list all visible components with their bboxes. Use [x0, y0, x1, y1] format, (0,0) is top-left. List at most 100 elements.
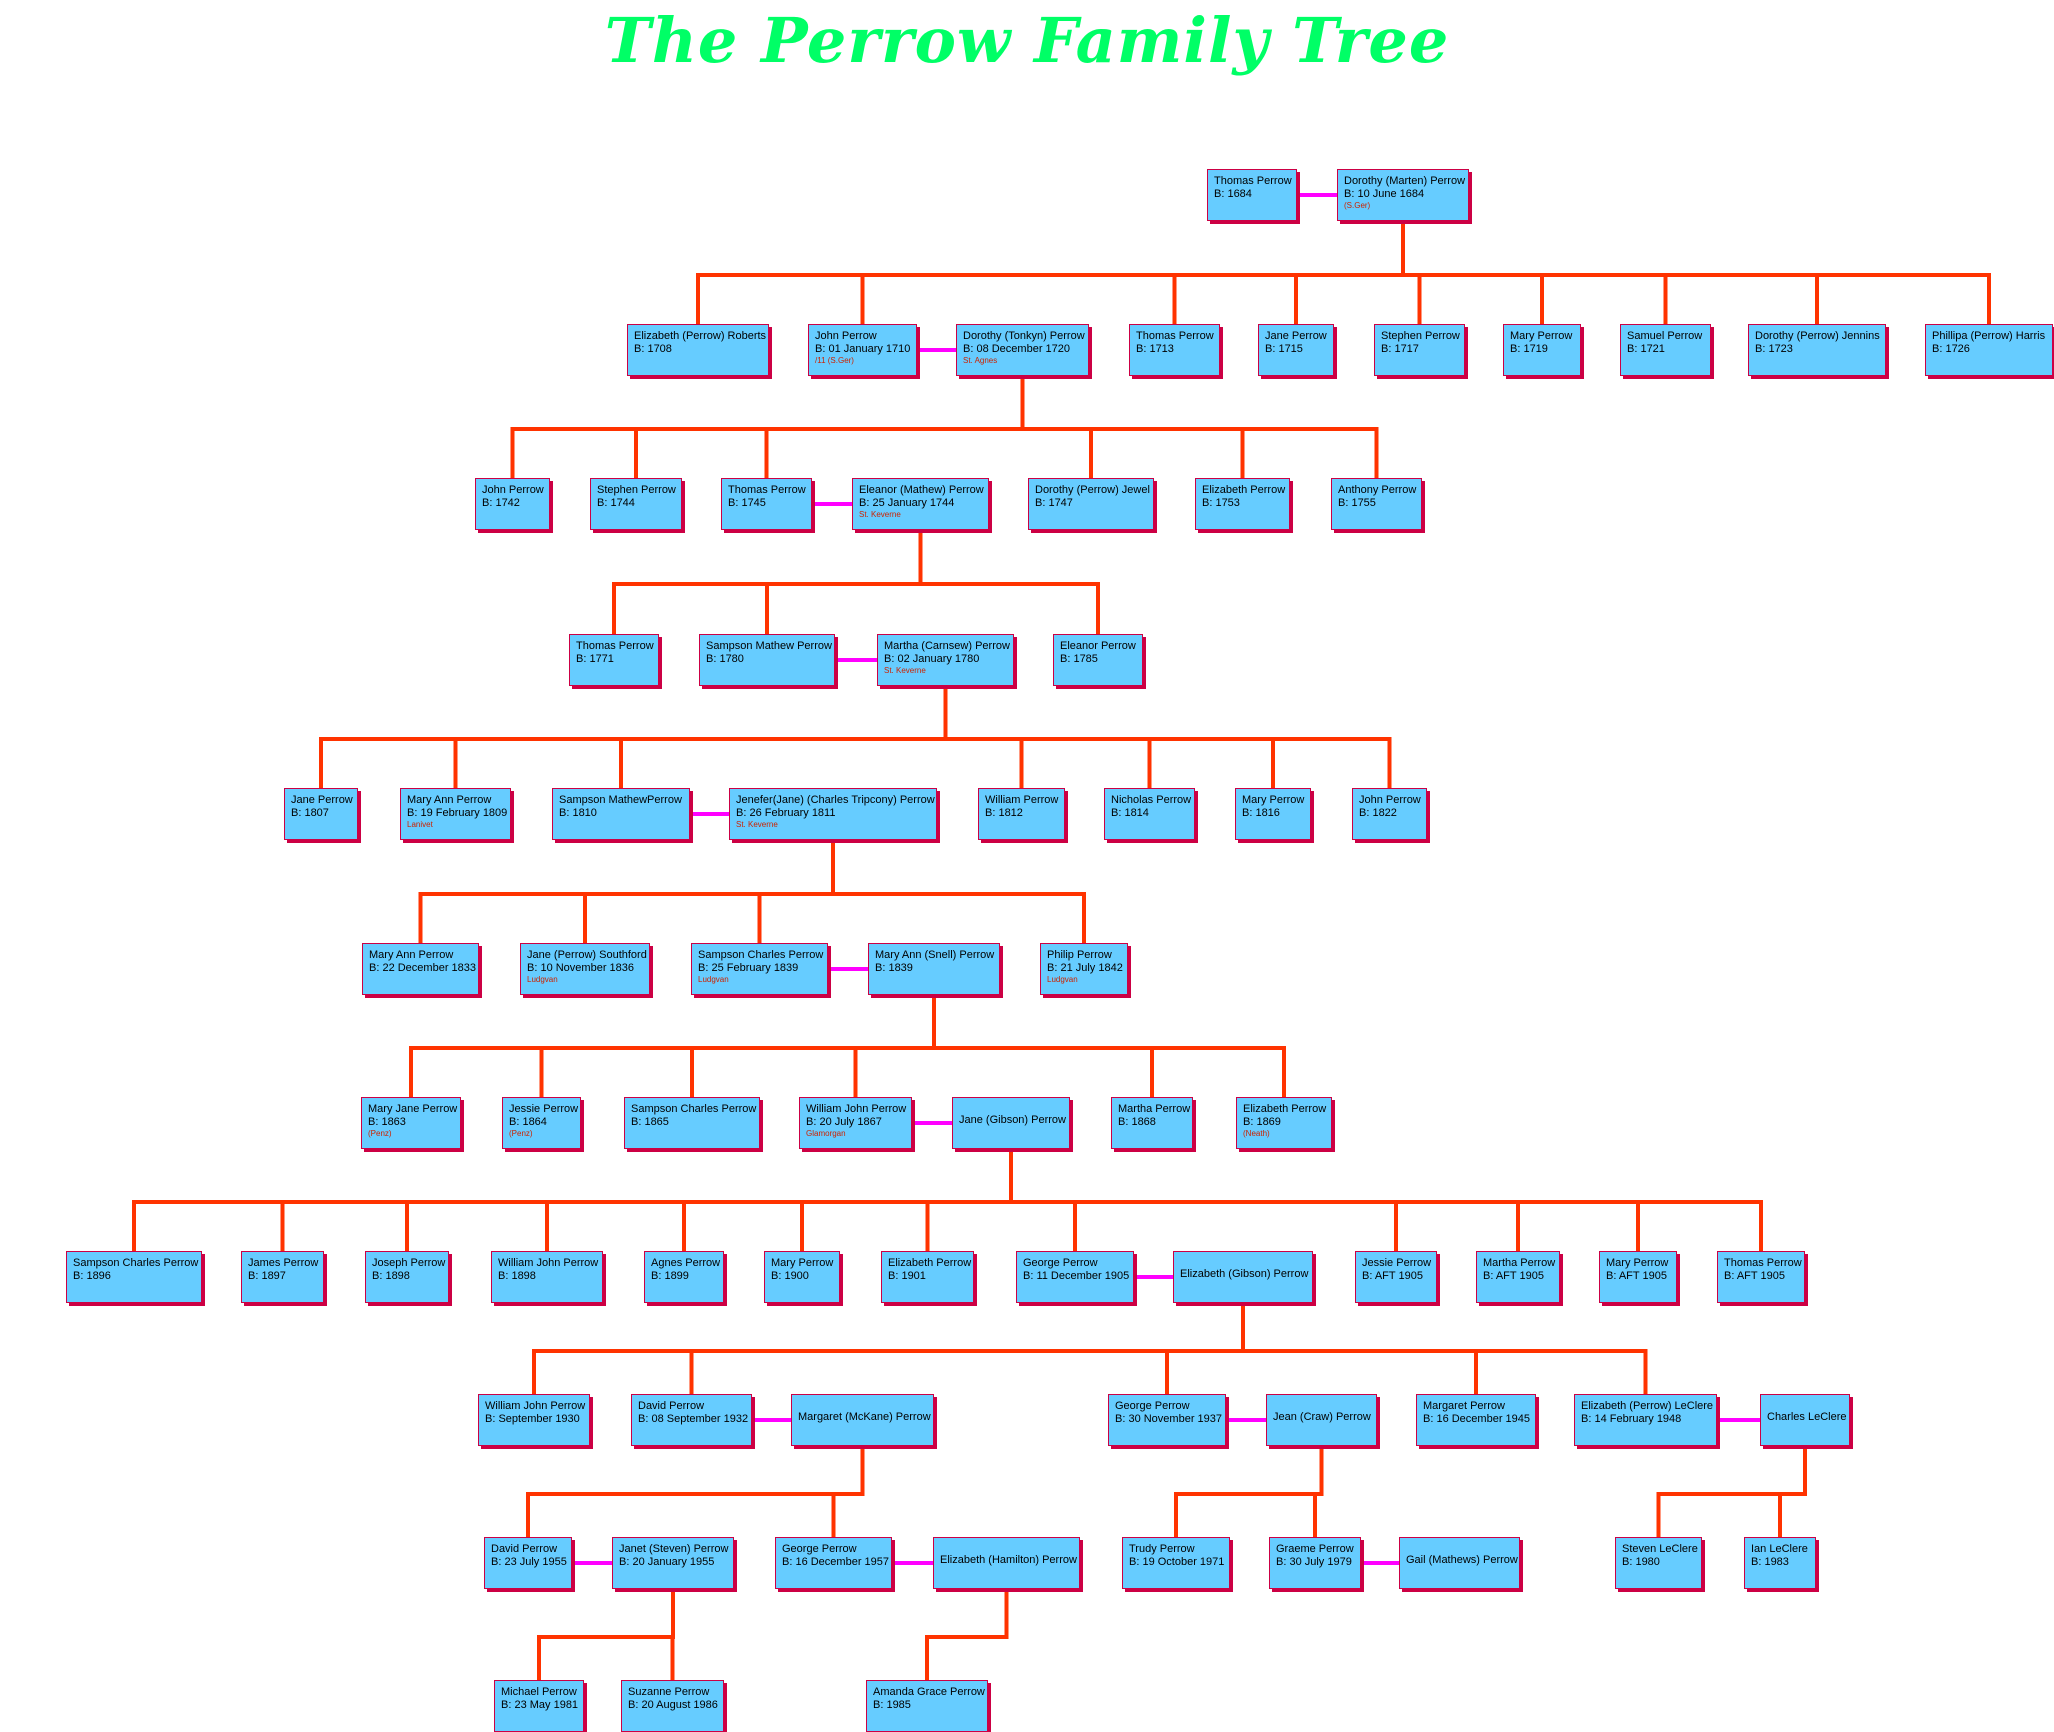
person-name: James Perrow [248, 1257, 319, 1269]
person-name: Thomas Perrow [576, 640, 654, 652]
person-place: Glamorgan [806, 1129, 846, 1138]
person-place: (Penz) [368, 1129, 392, 1138]
person-box-g8b_sp: Margaret (McKane) Perrow [791, 1394, 934, 1446]
person-name: Thomas Perrow [728, 484, 806, 496]
person-birth: B: 1713 [1136, 343, 1174, 355]
person-birth: B: 26 February 1811 [736, 807, 836, 819]
person-box-g7h_sp: Elizabeth (Gibson) Perrow [1173, 1251, 1313, 1303]
person-name: Agnes Perrow [651, 1257, 721, 1269]
person-birth: B: 20 January 1955 [619, 1556, 715, 1568]
person-name: Martha (Carnsew) Perrow [884, 640, 1010, 652]
person-name: Elizabeth Perrow [1243, 1103, 1327, 1115]
person-name: Thomas Perrow [1136, 330, 1214, 342]
person-birth: B: 21 July 1842 [1047, 962, 1123, 974]
person-name: Elizabeth (Perrow) LeClere [1581, 1400, 1714, 1412]
person-box-g8e_sp: Charles LeClere [1760, 1394, 1850, 1446]
person-name: Jane (Gibson) Perrow [959, 1114, 1066, 1126]
person-birth: B: 1726 [1932, 343, 1970, 355]
person-name: Thomas Perrow [1724, 1257, 1802, 1269]
person-birth: B: 1896 [73, 1270, 111, 1282]
person-name: Steven LeClere [1622, 1543, 1698, 1555]
person-place: St. Keverne [859, 510, 901, 519]
person-name: Nicholas Perrow [1111, 794, 1192, 806]
person-box-g9b_sp: Elizabeth (Hamilton) Perrow [933, 1537, 1080, 1589]
person-birth: B: 08 December 1720 [963, 343, 1071, 355]
person-name: Mary Ann (Snell) Perrow [875, 949, 995, 961]
person-name: George Perrow [1115, 1400, 1190, 1412]
person-birth: B: 1901 [888, 1270, 926, 1282]
person-name: Sampson Charles Perrow [631, 1103, 757, 1115]
person-birth: B: 1897 [248, 1270, 286, 1282]
person-box-g6d_sp: Jane (Gibson) Perrow [952, 1097, 1070, 1149]
person-birth: B: AFT 1905 [1606, 1270, 1667, 1282]
person-birth: B: 23 May 1981 [501, 1699, 579, 1711]
person-name: John Perrow [815, 330, 877, 342]
person-birth: B: 22 December 1833 [369, 962, 477, 974]
person-birth: B: 1742 [482, 497, 520, 509]
person-birth: B: 1900 [771, 1270, 809, 1282]
person-birth: B: 1721 [1627, 343, 1665, 355]
page-title: The Perrow Family Tree [604, 4, 1450, 77]
person-place: (Penz) [509, 1129, 533, 1138]
person-birth: B: 1744 [597, 497, 635, 509]
person-birth: B: 1839 [875, 962, 913, 974]
person-birth: B: 16 December 1957 [782, 1556, 890, 1568]
person-birth: B: 25 January 1744 [859, 497, 955, 509]
person-birth: B: 1753 [1202, 497, 1240, 509]
person-name: Dorothy (Marten) Perrow [1344, 175, 1466, 187]
person-name: William John Perrow [806, 1103, 907, 1115]
person-name: Margaret (McKane) Perrow [798, 1411, 931, 1423]
person-name: Mary Perrow [771, 1257, 834, 1269]
person-birth: B: AFT 1905 [1724, 1270, 1785, 1282]
person-name: Philip Perrow [1047, 949, 1112, 961]
person-name: David Perrow [491, 1543, 558, 1555]
person-birth: B: 16 December 1945 [1423, 1413, 1531, 1425]
person-name: Amanda Grace Perrow [873, 1686, 985, 1698]
person-birth: B: 30 November 1937 [1115, 1413, 1223, 1425]
person-name: Sampson MathewPerrow [559, 794, 682, 806]
person-birth: B: 1780 [706, 653, 744, 665]
person-birth: B: AFT 1905 [1483, 1270, 1544, 1282]
person-name: Jane Perrow [1265, 330, 1327, 342]
person-birth: B: 30 July 1979 [1276, 1556, 1352, 1568]
person-name: Martha Perrow [1118, 1103, 1191, 1115]
person-place: (Neath) [1243, 1129, 1270, 1138]
person-place: Lanivet [407, 820, 433, 829]
person-name: Graeme Perrow [1276, 1543, 1354, 1555]
person-birth: B: AFT 1905 [1362, 1270, 1423, 1282]
person-birth: B: 1863 [368, 1116, 406, 1128]
person-name: Phillipa (Perrow) Harris [1932, 330, 2046, 342]
person-birth: B: 1869 [1243, 1116, 1281, 1128]
person-birth: B: 1983 [1751, 1556, 1789, 1568]
person-birth: B: 14 February 1948 [1581, 1413, 1682, 1425]
person-birth: B: 02 January 1780 [884, 653, 980, 665]
person-birth: B: 1747 [1035, 497, 1073, 509]
person-birth: B: 1807 [291, 807, 329, 819]
person-name: Sampson Charles Perrow [698, 949, 824, 961]
